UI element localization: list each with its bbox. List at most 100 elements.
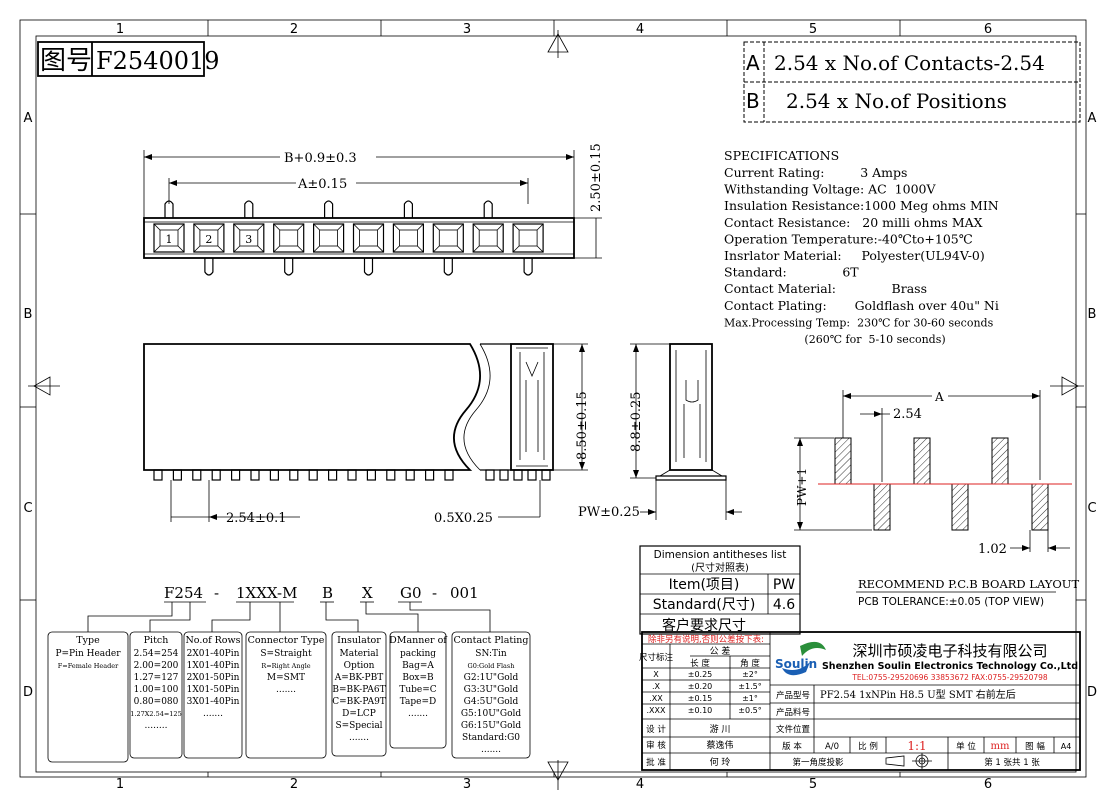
side-dim-pitch: 2.54±0.1 (226, 511, 287, 526)
option-box-line: 3X01-40Pin (187, 697, 240, 707)
option-box-line: SN:Tin (475, 649, 507, 659)
tol-row-length: ±0.10 (688, 706, 713, 715)
file-location-label: 文件位置 (776, 724, 811, 735)
option-box-line: Standard:G0 (462, 733, 520, 743)
top-view-contact (199, 229, 219, 247)
option-box (451, 631, 531, 759)
title-block: 除非另有说明,否则公差按下表: 公 差 尺寸标注 长 度 角 度 X±0.25±… (639, 631, 1081, 771)
scale-label: 比 例 (858, 741, 878, 752)
ab-row-a-key: A (746, 51, 760, 75)
top-view-cell (392, 223, 424, 253)
tol-row-key: .X (652, 682, 661, 691)
end-dim-total: 8.8±0.25 (629, 391, 644, 452)
side-view-pin (250, 469, 260, 481)
option-box-line: Tube=C (399, 685, 436, 695)
part-seg-dash2: - (432, 584, 437, 602)
pin-number: 3 (245, 233, 252, 246)
option-box-line: D=LCP (342, 709, 376, 719)
dim-list-title-cn: (尺寸对照表) (691, 561, 749, 574)
tol-col-angle: 角 度 (740, 658, 760, 669)
logo-text: Soulin (775, 657, 817, 671)
side-view-pin (269, 469, 279, 481)
top-view-pin (244, 200, 254, 218)
top-view-pin (324, 200, 334, 218)
approve-label: 批 准 (646, 757, 666, 768)
option-box-line: S=Straight (260, 649, 312, 659)
top-view-pin (164, 200, 174, 218)
grid-row-label-right: A (1088, 111, 1097, 126)
top-view-cell (472, 223, 504, 253)
pcb-pad-upper (991, 437, 1009, 485)
spec-line: Withstanding Voltage: AC 1000V (724, 182, 936, 197)
tol-row-key: .XXX (647, 706, 667, 715)
unit-value: mm (991, 741, 1010, 752)
top-view-pin (443, 258, 453, 276)
grid-row-label-right: D (1087, 685, 1097, 700)
pcb-dim-hole: 1.02 (978, 542, 1007, 557)
top-view-pin (363, 258, 374, 276)
side-view-pin (153, 469, 163, 481)
option-box-line: Bag=A (402, 661, 434, 671)
option-box-title: Type (76, 635, 100, 646)
drawing-number-label: 图号 (40, 46, 92, 76)
specifications: SPECIFICATIONS Current Rating: 3 AmpsWit… (724, 148, 999, 346)
option-box-line: Material (340, 649, 379, 659)
side-view-pin (347, 469, 357, 481)
option-box-line: G2:1U"Gold (464, 673, 519, 683)
ab-row-a-value: 2.54 x No.of Contacts-2.54 (774, 51, 1045, 75)
grid-col-label-bottom: 1 (116, 777, 124, 792)
top-dim-a: A±0.15 (297, 177, 347, 192)
grid-col-label-top: 4 (636, 22, 644, 37)
tol-row-key: .XX (649, 694, 663, 703)
pcb-pad-upper (834, 437, 852, 485)
design-label: 设 计 (646, 724, 666, 735)
company-contact: TEL:0755-29520696 33853672 FAX:0755-2952… (851, 673, 1048, 682)
option-box-title: Connector Type (248, 635, 325, 646)
side-view-pin (386, 469, 396, 481)
spec-line: Operation Temperature:-40℃to+105℃ (724, 231, 973, 246)
part-number-label: 产品料号 (776, 707, 810, 718)
company-name-en: Shenzhen Soulin Electronics Technology C… (822, 661, 1078, 672)
option-box-line: 1.00=100 (134, 685, 179, 695)
option-box-title: Insulator (337, 635, 381, 646)
grid-col-label-top: 1 (116, 22, 124, 37)
option-box-line: 2.54=254 (134, 649, 179, 659)
option-box-line: ........ (145, 721, 168, 731)
spec-line: Contact Material: Brass (724, 281, 927, 296)
option-box (331, 631, 387, 757)
dim-list-item-value: PW (773, 577, 795, 593)
top-view-pin (284, 258, 294, 276)
option-box-line: 1X01-50Pin (187, 685, 240, 695)
option-box-line: S=Special (335, 721, 382, 731)
ab-dimension-table: A 2.54 x No.of Contacts-2.54 B 2.54 x No… (743, 41, 1081, 123)
tol-col-length: 长 度 (690, 658, 710, 669)
grid-row-label-left: D (23, 685, 33, 700)
option-box-line: 1X01-40Pin (187, 661, 240, 671)
option-box-title: DManner of (389, 635, 448, 646)
grid-col-label-bottom: 5 (809, 777, 817, 792)
drawing-number-value: F2540019 (96, 47, 220, 75)
part-seg-suffix: 001 (450, 584, 479, 602)
soulin-logo: Soulin (775, 641, 826, 676)
option-box (389, 631, 447, 749)
prod-model-value: PF2.54 1xNPin H8.5 U型 SMT 右前左后 (820, 688, 1016, 701)
design-name: 游 川 (710, 723, 731, 735)
scale-value: 1:1 (907, 739, 926, 753)
tol-row-length: ±0.20 (688, 682, 713, 691)
option-box-title: Pitch (144, 635, 169, 646)
option-box (47, 631, 129, 763)
top-view-cell (352, 223, 385, 253)
pcb-tolerance: PCB TOLERANCE:±0.05 (TOP VIEW) (858, 596, 1044, 608)
grid-row-label-left: A (24, 111, 33, 126)
option-box-line: C=BK-PA9T (332, 697, 386, 707)
grid-col-label-bottom: 6 (984, 777, 992, 792)
side-view-pin (192, 469, 202, 481)
top-view-contact (359, 229, 378, 247)
spec-line: Max.Processing Temp: 230℃ for 30-60 seco… (724, 316, 994, 329)
top-view-cell (233, 223, 265, 253)
dim-list-title-en: Dimension antitheses list (654, 549, 787, 561)
top-view-cell (273, 223, 305, 253)
